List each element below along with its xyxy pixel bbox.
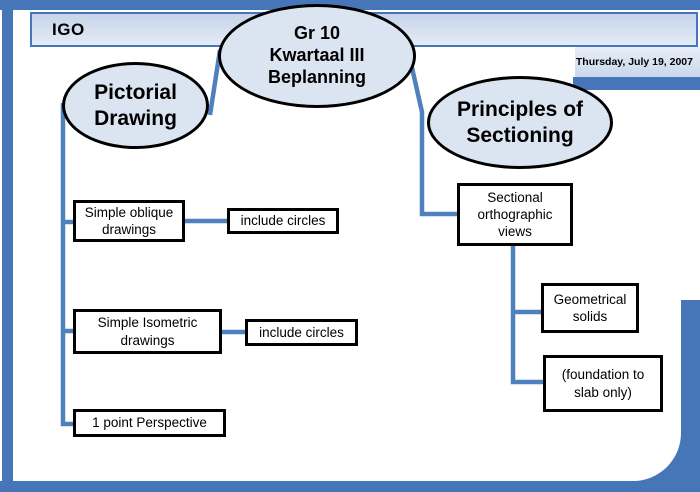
date-underline-bar: [573, 77, 700, 90]
box-geometrical-solids: Geometrical solids: [541, 283, 639, 333]
frame-rounded-corner: [633, 433, 681, 481]
frame-top-border: [0, 0, 700, 10]
box-simple-oblique-drawings: Simple oblique drawings: [73, 200, 185, 242]
node-principles-label: Principles of Sectioning: [456, 97, 584, 147]
date-label: Thursday, July 19, 2007: [575, 56, 693, 68]
box-include-circles-1-label: include circles: [240, 213, 326, 229]
frame-bottom-border: [0, 481, 700, 492]
box-simple-isometric-drawings-label: Simple Isometric drawings: [97, 315, 198, 348]
connector-sectional-trunk: [510, 245, 545, 385]
connector-root-to-principles-trunk: [405, 49, 457, 217]
box-1-point-perspective: 1 point Perspective: [73, 409, 226, 437]
node-pictorial-drawing: Pictorial Drawing: [62, 62, 209, 149]
box-include-circles-2: include circles: [245, 319, 358, 346]
frame-right-bar: [681, 300, 700, 492]
box-include-circles-2-label: include circles: [259, 324, 344, 340]
box-simple-oblique-drawings-label: Simple oblique drawings: [84, 204, 174, 237]
box-1-point-perspective-label: 1 point Perspective: [92, 415, 207, 431]
box-geometrical-solids-label: Geometrical solids: [553, 291, 627, 324]
box-include-circles-1: include circles: [227, 208, 339, 234]
box-sectional-orthographic-views-label: Sectional orthographic views: [477, 189, 553, 240]
node-principles-of-sectioning: Principles of Sectioning: [427, 76, 613, 169]
frame-left-border: [2, 0, 13, 492]
box-foundation-to-slab-only: (foundation to slab only): [543, 355, 663, 412]
node-root: Gr 10 Kwartaal III Beplanning: [218, 4, 416, 108]
box-foundation-to-slab-only-label: (foundation to slab only): [561, 367, 645, 400]
node-pictorial-label: Pictorial Drawing: [94, 80, 177, 130]
node-root-label: Gr 10 Kwartaal III Beplanning: [268, 23, 366, 87]
connector-pictorial-trunk: [60, 103, 75, 427]
date-box: Thursday, July 19, 2007: [573, 47, 700, 77]
box-simple-isometric-drawings: Simple Isometric drawings: [73, 309, 222, 354]
box-sectional-orthographic-views: Sectional orthographic views: [457, 183, 573, 246]
slide-title: IGO: [52, 19, 85, 39]
